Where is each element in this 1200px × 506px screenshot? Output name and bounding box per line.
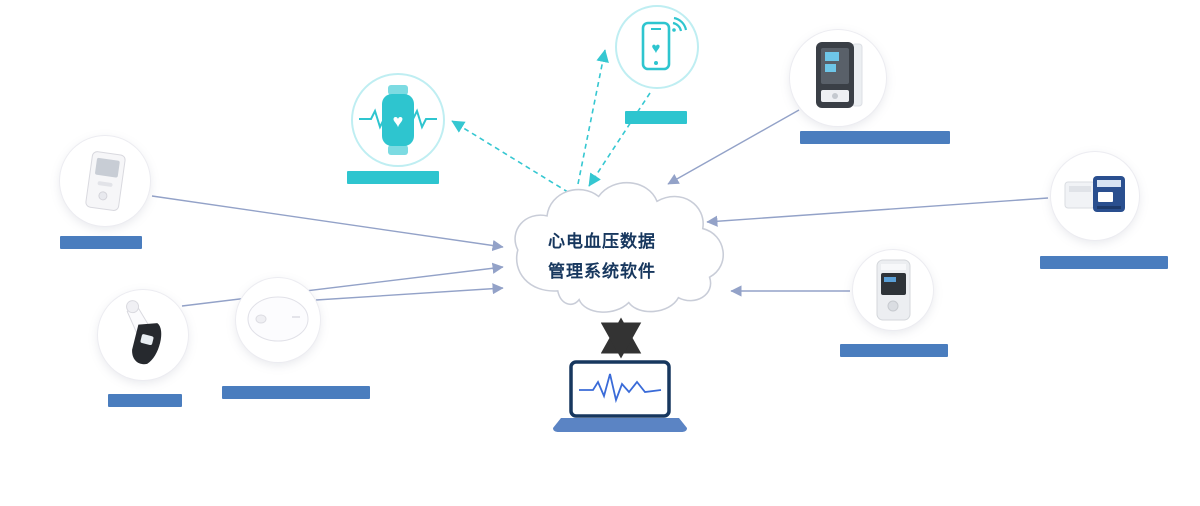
blood-pressure-monitor-label-bar (800, 131, 950, 144)
dashed-phone-to-cloud (588, 92, 651, 187)
line-ambulatory-to-cloud (706, 197, 1049, 227)
smartwatch-icon: ♥ (359, 85, 437, 155)
laptop-ecg-software (553, 360, 687, 432)
ear-thermometer-device-node (98, 290, 188, 380)
patch-ecg-device-node (236, 278, 320, 362)
smartphone-label-bar (625, 111, 687, 124)
ambulatory-bp-device-node (1051, 152, 1139, 240)
handheld-ecg-device-node (60, 136, 150, 226)
handheld-ecg-label-bar (60, 236, 142, 249)
patch-ecg-label-bar (222, 386, 370, 399)
laptop-base (553, 418, 687, 432)
svg-text:♥: ♥ (393, 111, 404, 131)
holter-recorder-label-bar (840, 344, 948, 357)
blood-pressure-monitor-node (790, 30, 886, 126)
ambulatory-bp-label-bar (1040, 256, 1168, 269)
smartphone-icon-node: ♥ (615, 5, 699, 89)
line-thermometer-to-cloud (181, 262, 504, 307)
dashed-cloud-to-phone (577, 49, 609, 185)
blood-pressure-monitor-image (816, 42, 863, 108)
patch-ecg-device-image (247, 296, 309, 342)
ear-thermometer-device-image (126, 300, 162, 365)
ambulatory-bp-device-image (1064, 176, 1125, 212)
laptop-ecg-waveform (579, 373, 662, 404)
smartphone-icon: ♥ (641, 16, 688, 71)
cloud-shape (514, 182, 725, 313)
handheld-ecg-device-image (85, 151, 126, 211)
cloud-title-line1: 心电血压数据 (548, 232, 656, 251)
holter-recorder-node (853, 250, 933, 330)
line-patch-to-cloud (315, 283, 504, 301)
cloud-title: 心电血压数据 管理系统软件 (548, 227, 708, 287)
holter-recorder-image (876, 259, 911, 321)
cloud-title-line2: 管理系统软件 (548, 262, 656, 281)
cloud-outline (514, 182, 725, 313)
ear-thermometer-label-bar (108, 394, 182, 407)
smartwatch-label-bar (347, 171, 439, 184)
line-handheld-to-cloud (151, 195, 504, 252)
smartwatch-icon-node: ♥ (351, 73, 445, 167)
svg-text:♥: ♥ (652, 40, 661, 57)
line-bp-monitor-to-cloud (667, 109, 800, 185)
